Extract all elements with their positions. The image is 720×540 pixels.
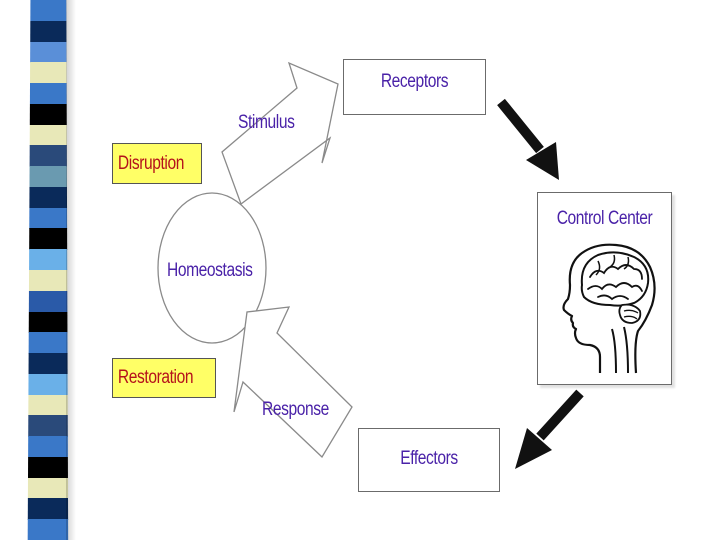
stimulus-arrow (221, 61, 339, 206)
strip-band (27, 20, 69, 43)
strip-band (27, 207, 69, 229)
homeostasis-circle (157, 192, 267, 344)
effectors-box: Effectors (358, 428, 500, 492)
strip-band (27, 456, 69, 479)
strip-band (27, 228, 69, 250)
homeostasis-label: Homeostasis (167, 260, 253, 281)
response-arrow (233, 306, 353, 459)
restoration-tag: Restoration (112, 358, 216, 398)
strip-band (27, 332, 69, 354)
receptors-to-control-arrow (497, 98, 559, 180)
strip-band (27, 249, 69, 271)
strip-band (27, 394, 69, 416)
restoration-label: Restoration (117, 367, 194, 388)
strip-band (27, 311, 69, 333)
disruption-tag: Disruption (112, 143, 202, 184)
strip-band (27, 83, 69, 105)
strip-band (27, 498, 69, 520)
strip-band (27, 290, 69, 313)
stimulus-label: Stimulus (238, 112, 295, 133)
strip-band (27, 62, 69, 84)
strip-band (27, 519, 69, 540)
strip-band (27, 103, 69, 126)
effectors-label: Effectors (400, 448, 458, 469)
strip-band (27, 353, 69, 375)
strip-band (27, 0, 69, 22)
strip-band (27, 166, 69, 188)
control-center-box: Control Center (537, 192, 672, 385)
strip-band (27, 186, 69, 209)
control-center-label: Control Center (556, 208, 653, 229)
response-label: Response (262, 399, 329, 420)
strip-band (27, 270, 69, 292)
strip-band (27, 124, 69, 146)
receptors-box: Receptors (343, 59, 486, 115)
disruption-label: Disruption (117, 153, 184, 174)
side-strip-shadow (66, 0, 76, 540)
strip-band (27, 373, 69, 396)
strip-band (27, 41, 69, 63)
head-brain-icon (562, 243, 656, 374)
strip-band (27, 477, 69, 499)
receptors-label: Receptors (380, 71, 449, 92)
decorative-side-strip (27, 0, 69, 540)
strip-band (27, 145, 69, 167)
strip-band (27, 415, 69, 437)
control-to-effectors-arrow (515, 389, 584, 469)
strip-band (27, 436, 69, 458)
